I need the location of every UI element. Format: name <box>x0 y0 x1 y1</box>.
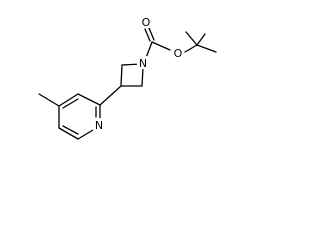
atom-label-n-azetidine: N <box>139 57 147 70</box>
bond-tbu-methyl-1 <box>196 44 217 53</box>
chemical-structure: N O O N <box>38 15 217 140</box>
atom-label-o-carbonyl: O <box>142 16 151 29</box>
atom-o-ester: O <box>172 46 184 60</box>
bond-c3-c4-py <box>58 93 79 107</box>
bond-c3-c4-py-inner <box>62 98 79 109</box>
bond-carbonyl-o-double-b <box>148 27 155 41</box>
bond-c5-c6-py-inner <box>62 125 79 135</box>
bond-tbu-methyl-2 <box>196 33 206 46</box>
bond-c5-c6-py <box>58 127 79 140</box>
atom-o-carbonyl: O <box>140 15 152 29</box>
atom-n-azetidine: N <box>137 56 149 70</box>
bond-c2-c3 <box>120 64 123 87</box>
bond-carbonyl-o-double-a <box>144 28 151 42</box>
atom-label-o-ester: O <box>174 47 183 60</box>
bond-c4-n1 <box>141 67 144 87</box>
structure-canvas: N O O N <box>38 15 217 140</box>
bond-c4-methyl <box>38 93 60 107</box>
bond-tbu-methyl-3 <box>185 31 198 46</box>
boc-group <box>144 27 217 59</box>
atom-n-pyridine: N <box>93 118 106 132</box>
bond-c2-c3-py <box>77 93 101 106</box>
atom-label-n-pyridine: N <box>95 119 103 132</box>
bond-ester-o-tbu <box>184 44 198 53</box>
bond-c6-n-py <box>77 129 94 140</box>
pyridine-ring <box>38 93 101 140</box>
bond-azetidine-pyridine <box>99 85 122 106</box>
bond-carbonyl-ester-o <box>151 41 171 51</box>
bond-n1-carbonyl <box>145 41 153 59</box>
